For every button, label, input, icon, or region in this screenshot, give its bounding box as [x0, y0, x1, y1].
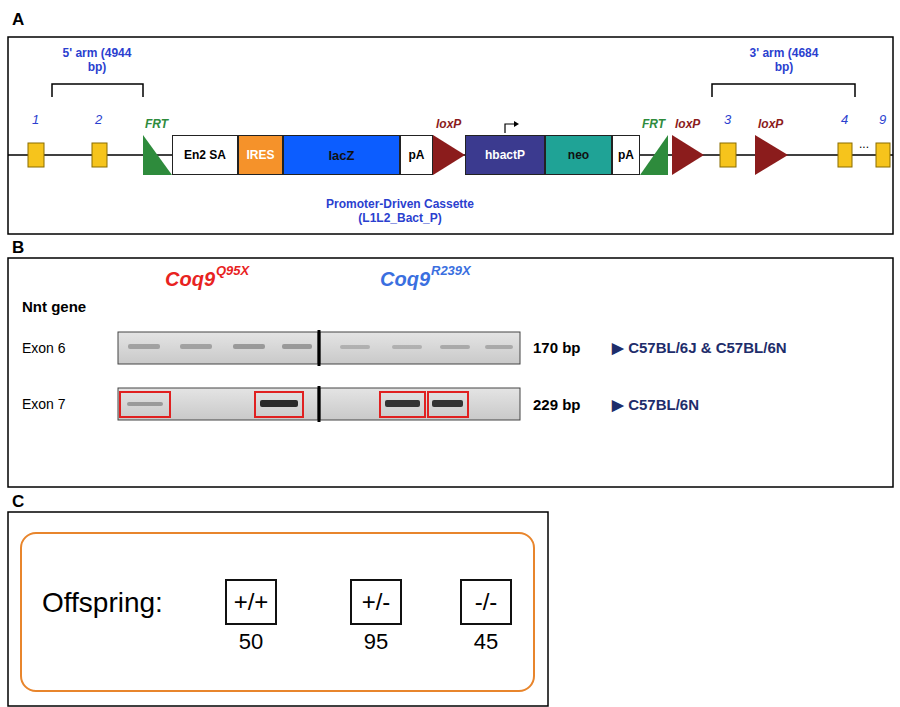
cassette-element: pA: [400, 135, 433, 175]
arm-bracket: [52, 84, 143, 97]
band-size: 229 bp: [533, 396, 581, 413]
gel-divider: [318, 330, 321, 366]
panel-frame: [8, 512, 548, 706]
panel-frame: [8, 258, 893, 487]
gel-band: [180, 344, 212, 349]
exon-number: 3: [724, 112, 731, 127]
site-label: loxP: [675, 117, 700, 131]
count-label: 45: [474, 629, 498, 655]
band-size: 170 bp: [533, 339, 581, 356]
gel-lane-strip: [118, 388, 318, 420]
highlight-box: [255, 392, 303, 417]
box-label: +/+: [234, 588, 269, 616]
promoter-arrow: [505, 124, 514, 133]
frt-site: [640, 135, 668, 175]
gel-band: [260, 400, 298, 407]
exon-number: 1: [32, 112, 39, 127]
gel-lane-strip: [320, 332, 520, 364]
gel-lane-strip: [320, 388, 520, 420]
gel-band: [432, 400, 463, 407]
highlight-box: [380, 392, 425, 417]
ellipsis: ...: [859, 137, 869, 151]
arm-label: 3' arm (4684 bp): [748, 46, 820, 74]
exon-number: 4: [841, 112, 848, 127]
arm-label: 5' arm (4944 bp): [61, 46, 133, 74]
frt-site: [143, 135, 172, 175]
panel-letter: B: [12, 238, 24, 258]
gel-band: [233, 344, 265, 349]
panel-letter: C: [12, 492, 24, 512]
highlight-box: [120, 392, 170, 417]
box-label: lacZ: [328, 148, 354, 163]
loxp-site: [672, 135, 704, 175]
box-label: pA: [409, 148, 425, 162]
gene-label: Nnt gene: [22, 298, 86, 315]
gel-divider: [318, 386, 321, 422]
panel-letter: A: [12, 10, 24, 30]
arrow-head: [514, 121, 519, 127]
exon-box: [92, 143, 107, 167]
cassette-element: hbactP: [465, 135, 545, 175]
exon-number: 9: [879, 112, 886, 127]
box-label: Offspring:: [42, 587, 163, 619]
strain-note: ▶ C57BL/6J & C57BL/6N: [612, 339, 787, 357]
gel-band: [485, 345, 513, 349]
exon-box: [876, 143, 890, 167]
exon-number: 2: [95, 112, 102, 127]
exon-box: [838, 143, 852, 167]
gel-band: [340, 345, 370, 349]
site-label: loxP: [436, 117, 461, 131]
site-label: FRT: [642, 117, 665, 131]
gel-lane-strip: [118, 332, 318, 364]
genotype-box: +/+50: [225, 579, 277, 625]
gel-band: [440, 345, 470, 349]
cassette-element: En2 SA: [172, 135, 238, 175]
genotype-box: +/-95: [350, 579, 402, 625]
gel-band: [385, 400, 420, 407]
box-label: +/-: [362, 588, 391, 616]
row-label: Exon 6: [22, 340, 66, 356]
box-label: IRES: [246, 148, 274, 162]
gel-band: [127, 402, 163, 406]
allele-name: Coq9: [380, 268, 430, 291]
cassette-element: neo: [545, 135, 612, 175]
box-label: hbactP: [485, 148, 525, 162]
highlight-boxes: [120, 392, 468, 417]
highlight-box: [428, 392, 468, 417]
cassette-element: IRES: [238, 135, 283, 175]
strain-note: ▶ C57BL/6N: [612, 396, 699, 414]
box-label: En2 SA: [184, 148, 226, 162]
loxp-site: [755, 135, 788, 175]
count-label: 95: [364, 629, 388, 655]
panel-frame: [8, 37, 893, 234]
gel-band: [128, 344, 160, 349]
allele-superscript: Q95X: [216, 263, 249, 278]
allele-name: Coq9: [165, 268, 215, 291]
box-label: -/-: [475, 588, 498, 616]
gel-band: [392, 345, 422, 349]
cassette-element: pA: [612, 135, 640, 175]
allele-superscript: R239X: [431, 263, 471, 278]
gel-bands: [128, 344, 513, 349]
cassette-element: lacZ: [283, 135, 400, 175]
exon-box: [720, 143, 736, 167]
arm-bracket: [712, 84, 855, 97]
box-label: neo: [568, 148, 589, 162]
box-label: pA: [618, 148, 634, 162]
site-label: loxP: [758, 117, 783, 131]
genotype-box: -/-45: [460, 579, 512, 625]
row-label: Exon 7: [22, 396, 66, 412]
loxp-site: [433, 135, 465, 175]
gel-band: [282, 344, 312, 349]
exon-box: [28, 143, 44, 167]
offspring-panel: Offspring:+/+50+/-95-/-45: [20, 532, 535, 692]
count-label: 50: [239, 629, 263, 655]
cassette-label: Promoter-Driven Cassette (L1L2_Bact_P): [315, 197, 485, 225]
site-label: FRT: [145, 117, 168, 131]
